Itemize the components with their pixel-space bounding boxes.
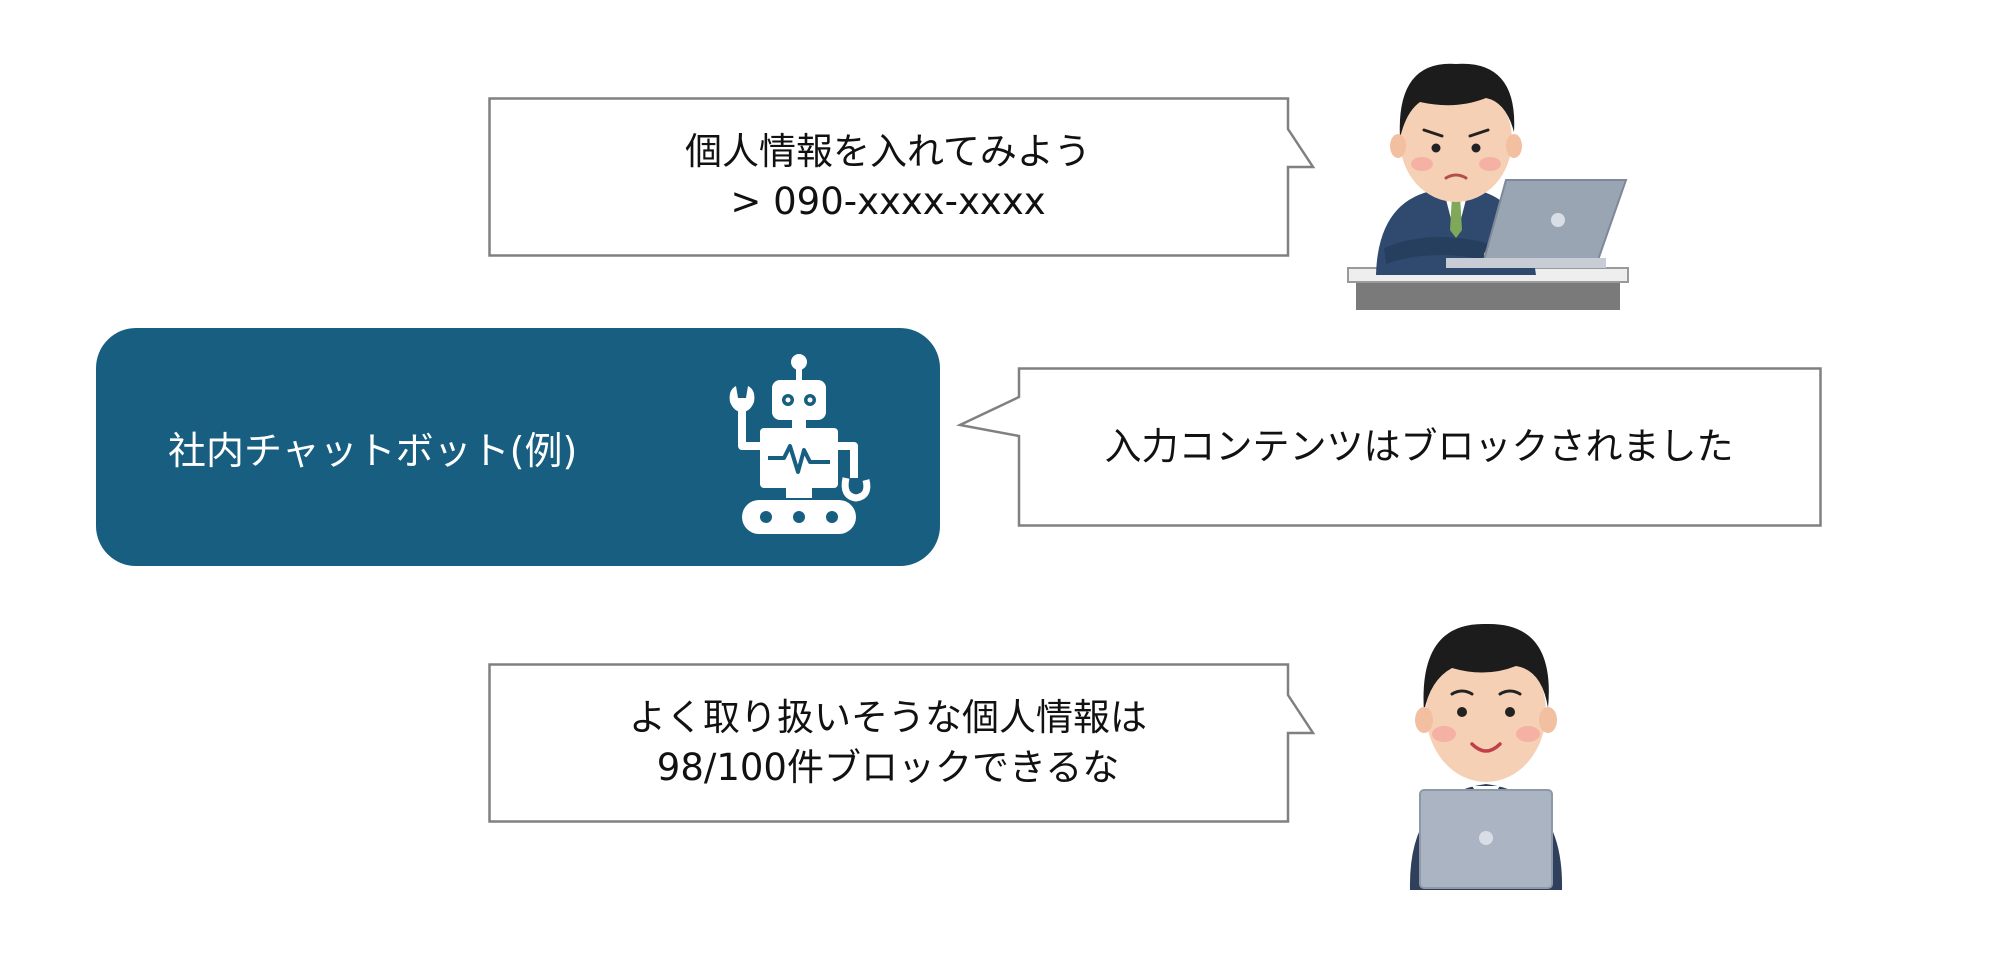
speech-bubble-bottom-text: よく取り扱いそうな個人情報は 98/100件ブロックできるな	[488, 663, 1288, 823]
speech-bottom-line1: よく取り扱いそうな個人情報は	[629, 696, 1147, 739]
speech-bubble-top-text: 個人情報を入れてみよう > 090-xxxx-xxxx	[488, 97, 1288, 257]
worried-user-icon	[1347, 63, 1629, 310]
robot-icon	[729, 354, 871, 534]
speech-bubble-reply-shape	[955, 367, 1822, 527]
speech-bubble-top-shape	[488, 97, 1316, 257]
speech-bottom-line2: 98/100件ブロックできるな	[656, 746, 1120, 789]
speech-bubble-bottom: よく取り扱いそうな個人情報は 98/100件ブロックできるな	[488, 663, 1316, 823]
speech-bubble-top: 個人情報を入れてみよう > 090-xxxx-xxxx	[488, 97, 1316, 257]
speech-reply-line: 入力コンテンツはブロックされました	[1104, 425, 1734, 468]
chatbot-box: 社内チャットボット(例)	[96, 328, 940, 566]
speech-top-line1: 個人情報を入れてみよう	[685, 130, 1091, 173]
chatbot-label: 社内チャットボット(例)	[168, 429, 578, 473]
speech-bubble-reply: 入力コンテンツはブロックされました	[955, 367, 1825, 527]
speech-top-line2: > 090-xxxx-xxxx	[730, 180, 1046, 223]
speech-bubble-bottom-shape	[488, 663, 1316, 823]
happy-user-icon	[1409, 623, 1563, 890]
speech-bubble-reply-text: 入力コンテンツはブロックされました	[1019, 367, 1819, 527]
